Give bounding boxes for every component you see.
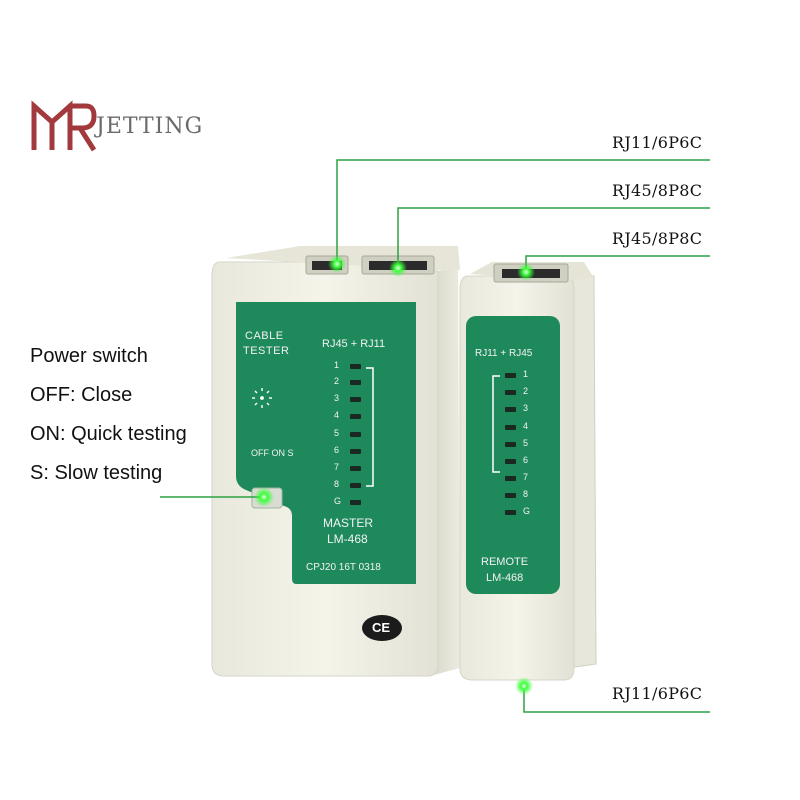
led-label: 5 bbox=[523, 438, 529, 448]
led-label: 8 bbox=[334, 479, 340, 489]
power-switch-slow: S: Slow testing bbox=[30, 462, 163, 484]
indicator-dots bbox=[254, 255, 535, 695]
led bbox=[350, 397, 361, 402]
led-label: 4 bbox=[523, 421, 529, 431]
led bbox=[350, 380, 361, 385]
led-label: 5 bbox=[334, 428, 340, 438]
led-label: 1 bbox=[523, 369, 529, 379]
led bbox=[505, 476, 516, 481]
led bbox=[505, 510, 516, 515]
remote-model-line2: LM-468 bbox=[486, 572, 524, 584]
brand-logo bbox=[31, 100, 97, 152]
master-led-bracket bbox=[366, 367, 374, 487]
callout-lines bbox=[160, 159, 710, 713]
power-switch-title: Power switch bbox=[30, 345, 148, 367]
led bbox=[350, 414, 361, 419]
indicator-dot bbox=[254, 487, 274, 507]
callout-label-rj11-bottom: RJ11/6P6C bbox=[612, 684, 703, 703]
led bbox=[505, 373, 516, 378]
master-cable-text: CABLE bbox=[245, 330, 284, 342]
remote-port-header: RJ11 + RJ45 bbox=[475, 348, 533, 359]
led bbox=[350, 449, 361, 454]
led bbox=[350, 483, 361, 488]
callout-line-rj45-master bbox=[397, 207, 710, 268]
callout-line-rj11-top bbox=[336, 159, 710, 264]
callout-label-rj45-remote: RJ45/8P8C bbox=[612, 229, 703, 248]
master-model-line1: MASTER bbox=[323, 516, 374, 530]
remote-led-bracket bbox=[492, 375, 500, 473]
led-label: 8 bbox=[523, 489, 529, 499]
callout-label-rj45-master: RJ45/8P8C bbox=[612, 181, 703, 200]
indicator-dot bbox=[389, 259, 407, 277]
ce-badge bbox=[362, 615, 402, 641]
led bbox=[350, 364, 361, 369]
master-tester-text: TESTER bbox=[243, 345, 290, 357]
led-label: 1 bbox=[334, 360, 340, 370]
master-port-header: RJ45 + RJ11 bbox=[322, 338, 386, 350]
master-model-line2: LM-468 bbox=[327, 532, 368, 546]
led-label: G bbox=[334, 496, 342, 506]
led-label: G bbox=[523, 506, 531, 516]
led-label: 3 bbox=[523, 403, 529, 413]
brand-name: JETTING bbox=[96, 114, 204, 139]
indicator-dot bbox=[328, 255, 346, 273]
remote-led-column bbox=[505, 373, 516, 515]
master-led-column bbox=[350, 364, 361, 505]
led bbox=[505, 425, 516, 430]
led-label: 4 bbox=[334, 410, 340, 420]
remote-green-panel bbox=[466, 316, 560, 594]
master-switch-label: OFF ON S bbox=[251, 448, 294, 458]
ce-mark: CE bbox=[372, 620, 391, 635]
led-label: 2 bbox=[334, 376, 340, 386]
led bbox=[505, 390, 516, 395]
master-unit bbox=[211, 246, 460, 677]
led bbox=[350, 500, 361, 505]
indicator-dot bbox=[515, 677, 533, 695]
led-label: 7 bbox=[334, 462, 340, 472]
indicator-dot bbox=[517, 263, 535, 281]
power-switch-off: OFF: Close bbox=[30, 384, 133, 406]
remote-unit bbox=[459, 262, 597, 681]
led bbox=[505, 493, 516, 498]
remote-model-line1: REMOTE bbox=[481, 556, 529, 568]
led bbox=[350, 466, 361, 471]
led-label: 7 bbox=[523, 472, 529, 482]
led-label: 2 bbox=[523, 386, 529, 396]
led-label: 6 bbox=[334, 445, 340, 455]
power-switch-on: ON: Quick testing bbox=[30, 423, 187, 445]
master-serial: CPJ20 16T 0318 bbox=[306, 562, 381, 573]
master-green-panel bbox=[236, 302, 416, 584]
led bbox=[505, 442, 516, 447]
callout-label-rj11-top: RJ11/6P6C bbox=[612, 133, 703, 152]
led-label: 3 bbox=[334, 393, 340, 403]
led-label: 6 bbox=[523, 455, 529, 465]
led bbox=[505, 407, 516, 412]
light-icon bbox=[252, 388, 272, 408]
led bbox=[505, 459, 516, 464]
led bbox=[350, 432, 361, 437]
